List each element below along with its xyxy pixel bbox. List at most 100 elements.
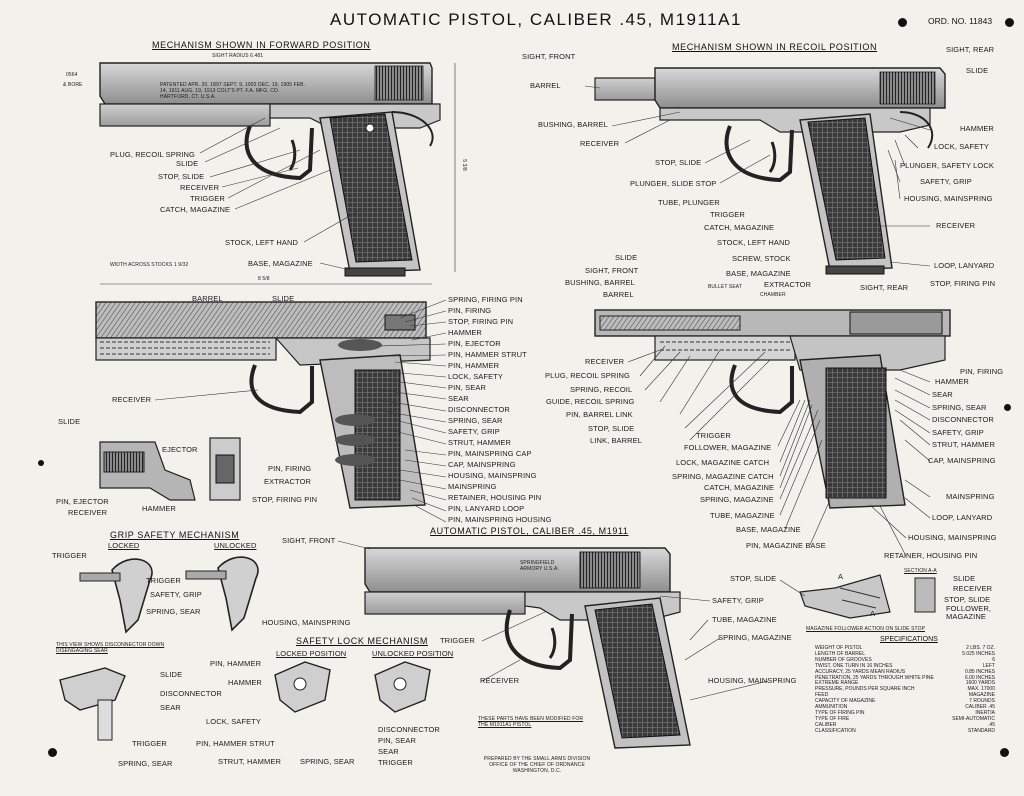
label-guide-recoil-spring: GUIDE, RECOIL SPRING xyxy=(546,397,635,406)
spec-name: CAPACITY OF MAGAZINE xyxy=(815,698,876,705)
label-inset-receiver: RECEIVER xyxy=(68,508,108,517)
spec-name: CALIBER xyxy=(815,721,837,728)
label-inset-stop-firing-pin: STOP, FIRING PIN xyxy=(252,495,318,504)
label-base-magazine: BASE, MAGAZINE xyxy=(726,269,791,278)
prepared-by-note: PREPARED BY THE SMALL ARMS DIVISION OFFI… xyxy=(483,756,591,774)
label-lock-safety: LOCK, SAFETY xyxy=(934,142,989,151)
label-lock-safety: LOCK, SAFETY xyxy=(448,372,503,381)
label-safety-grip: SAFETY, GRIP xyxy=(712,596,764,605)
spec-row: CALIBER.45 xyxy=(815,721,995,729)
modified-parts-note: THESE PARTS HAVE BEEN MODIFIED FOR THE M… xyxy=(478,716,584,728)
label-retainer-housing-pin: RETAINER, HOUSING PIN xyxy=(448,493,542,502)
ejector-inset xyxy=(99,437,241,501)
label-tube-magazine: TUBE, MAGAZINE xyxy=(712,615,777,624)
label-safety-grip: SAFETY, GRIP xyxy=(150,590,202,599)
label-receiver: RECEIVER xyxy=(112,395,152,404)
spec-value: MAX. 17000 xyxy=(967,686,995,693)
registration-mark xyxy=(1004,404,1011,411)
label-spring-recoil: SPRING, RECOIL xyxy=(570,385,633,394)
label-pin-hammer-strut: PIN, HAMMER STRUT xyxy=(196,739,275,748)
spec-name: NUMBER OF GROOVES xyxy=(815,656,872,663)
label-pin-firing: PIN, FIRING xyxy=(960,367,1004,376)
spec-name: LENGTH OF BARREL xyxy=(815,650,866,657)
label-sight-front: SIGHT, FRONT xyxy=(585,266,639,275)
label-pin-sear: PIN, SEAR xyxy=(448,383,486,392)
leader-lines xyxy=(154,85,931,701)
label-pin-sear: PIN, SEAR xyxy=(378,736,416,745)
label-base-magazine: BASE, MAGAZINE xyxy=(248,259,313,268)
spec-name: ACCURACY, 25 YARDS MEAN RADIUS xyxy=(815,668,906,675)
ordnance-number: ORD. NO. 11843 xyxy=(928,16,993,26)
armory-engraving: SPRINGFIELD ARMORY U.S.A. xyxy=(520,560,559,572)
label-receiver: RECEIVER xyxy=(180,183,220,192)
spec-value: 6.00 INCHES xyxy=(964,674,995,681)
label-safety-grip: SAFETY, GRIP xyxy=(932,428,984,437)
label-slide: SLIDE xyxy=(615,253,638,262)
spec-value: CALIBER .45 xyxy=(965,704,995,711)
spec-value: MAGAZINE xyxy=(968,692,995,699)
spec-value: 1600 YARDS xyxy=(965,680,995,687)
label-strut-hammer: STRUT, HAMMER xyxy=(932,440,995,449)
label-extractor: EXTRACTOR xyxy=(764,280,812,289)
label-trigger: TRIGGER xyxy=(696,431,731,440)
label-hammer: HAMMER xyxy=(960,124,994,133)
safety-lock-locked-drawing xyxy=(274,661,331,713)
disconnector-drawing xyxy=(59,667,126,741)
spec-name: TYPE OF FIRE xyxy=(815,715,850,722)
label-catch-magazine: CATCH, MAGAZINE xyxy=(160,205,231,214)
label-base-magazine: BASE, MAGAZINE xyxy=(736,525,801,534)
label-loop-lanyard: LOOP, LANYARD xyxy=(932,513,993,522)
pistol-forward-position xyxy=(99,62,456,285)
magazine-follower-caption: MAGAZINE FOLLOWER ACTION ON SLIDE STOP xyxy=(806,626,926,632)
spec-name: AMMUNITION xyxy=(815,704,848,711)
spec-name: PENETRATION, 25 YARDS THROUGH WHITE PINE xyxy=(815,674,934,681)
label-inset-pin-firing: PIN, FIRING xyxy=(268,464,312,473)
label-trigger-locked: TRIGGER xyxy=(52,551,87,560)
label-disconnector: DISCONNECTOR xyxy=(160,689,222,698)
label-pin-ejector: PIN, EJECTOR xyxy=(448,339,501,348)
spec-value: 7 ROUNDS xyxy=(969,698,995,705)
label-inset-ejector: EJECTOR xyxy=(162,445,198,454)
grip-safety-heading: GRIP SAFETY MECHANISM xyxy=(110,530,240,540)
punch-hole xyxy=(1005,18,1014,27)
label-disconnector: DISCONNECTOR xyxy=(932,415,994,424)
label-housing-mainspring: HOUSING, MAINSPRING xyxy=(708,676,797,685)
grip-safety-drawings xyxy=(79,556,259,634)
label-sear: SEAR xyxy=(378,747,399,756)
sight-radius: SIGHT RADIUS 6.481 xyxy=(212,53,264,59)
spec-name: TWIST, ONE TURN IN 16 INCHES xyxy=(815,662,893,669)
chart-title: AUTOMATIC PISTOL, CALIBER .45, M1911A1 xyxy=(330,10,742,29)
label-sight-front: SIGHT, FRONT xyxy=(282,536,336,545)
label-stop-firing-pin: STOP, FIRING PIN xyxy=(448,317,514,326)
safety-lock-unlocked-drawing xyxy=(374,661,431,713)
label-pin-magazine-base: PIN, MAGAZINE BASE xyxy=(746,541,826,550)
label-inset-slide: SLIDE xyxy=(58,417,81,426)
label-spring-sear: SPRING, SEAR xyxy=(300,757,355,766)
label-sear: SEAR xyxy=(160,703,181,712)
label-slide: SLIDE xyxy=(272,294,295,303)
label-sight-rear: SIGHT, REAR xyxy=(946,45,995,54)
label-mainspring: MAINSPRING xyxy=(946,492,995,501)
spec-name: FEED xyxy=(815,692,829,699)
label-sear: SEAR xyxy=(448,394,469,403)
label-follower-magazine: FOLLOWER, MAGAZINE xyxy=(946,604,992,621)
label-spring-magazine: SPRING, MAGAZINE xyxy=(718,633,792,642)
magazine-follower-drawing xyxy=(799,574,936,619)
label-trigger: TRIGGER xyxy=(710,210,745,219)
label-bushing-barrel: BUSHING, BARREL xyxy=(538,120,608,129)
label-link-barrel: LINK, BARREL xyxy=(590,436,643,445)
engraving-text: PATENTED APR. 20, 1897 SEPT. 9, 1902 DEC… xyxy=(160,82,306,100)
label-slide: SLIDE xyxy=(953,574,976,583)
label-stop-slide: STOP, SLIDE xyxy=(588,424,635,433)
label-stop-slide: STOP, SLIDE xyxy=(655,158,702,167)
